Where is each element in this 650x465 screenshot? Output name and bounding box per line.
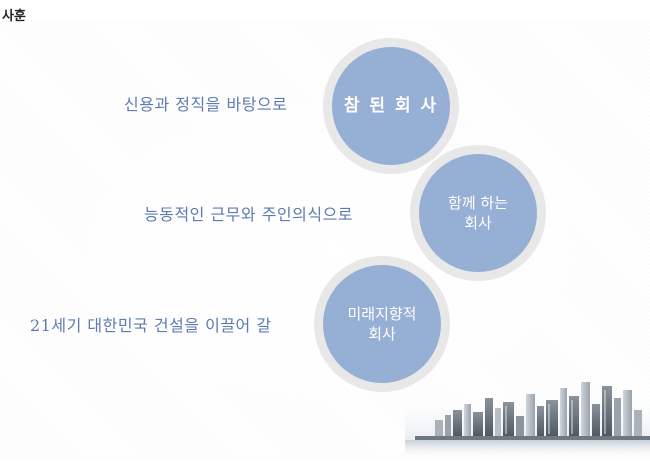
motto-statement-2: 능동적인 근무와 주인의식으로 [144,205,354,224]
value-circle-2-line-1: 함께 하는 [448,193,508,212]
value-circle-2: 함께 하는 회사 [410,145,546,281]
value-circle-2-line-2: 회사 [464,214,492,232]
value-circle-2-face: 함께 하는 회사 [419,154,537,272]
value-circle-2-label: 함께 하는 회사 [448,193,508,234]
value-circle-3-label: 미래지향적 회사 [347,304,416,345]
value-circle-1: 참 된 회 사 [323,38,459,174]
value-circle-1-face: 참 된 회 사 [332,47,450,165]
value-circle-3-face: 미래지향적 회사 [323,265,441,383]
value-circle-1-label: 참 된 회 사 [343,95,439,116]
page-title: 사훈 [2,9,26,24]
motto-statement-1: 신용과 정직을 바탕으로 [124,95,288,114]
value-circle-3-line-1: 미래지향적 [347,304,417,323]
value-circle-3-line-2: 회사 [368,325,396,343]
value-circle-3: 미래지향적 회사 [314,256,450,392]
motto-statement-3: 21세기 대한민국 건설을 이끌어 갈 [30,316,272,335]
city-skyline-illustration [405,382,650,460]
